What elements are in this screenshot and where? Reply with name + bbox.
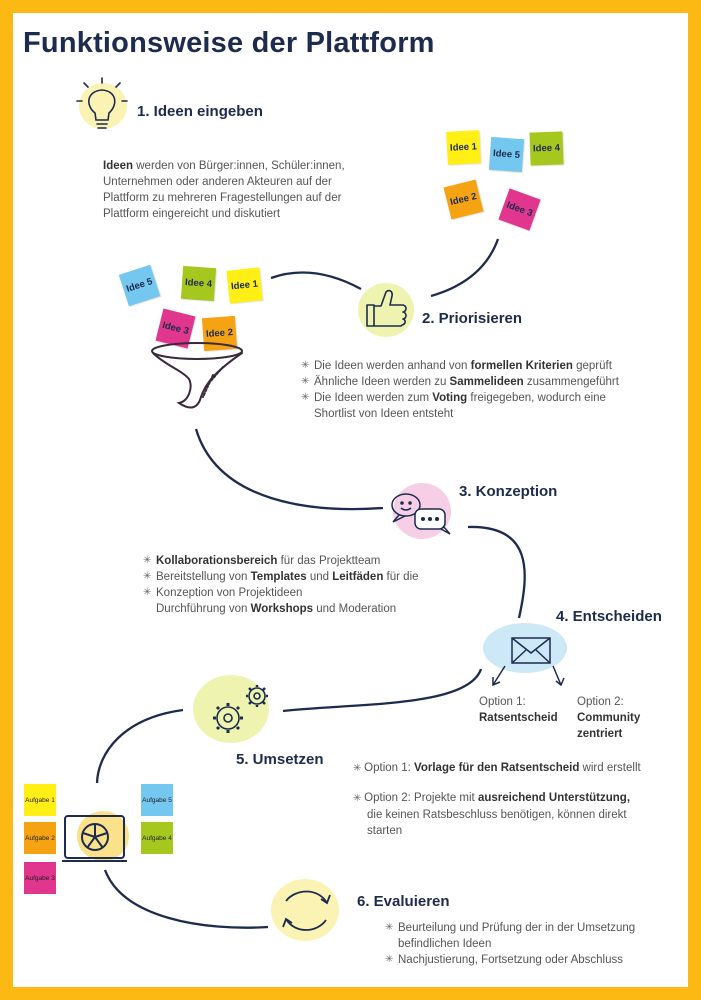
thumbs-up-icon [366,289,407,327]
step2-bullets: ✳Die Ideen werden anhand von formellen K… [301,358,619,422]
step5-note-2-line3: starten [367,825,403,837]
step1-desc-line3: Plattform zu mehreren Fragestellungen au… [103,192,342,204]
step1-desc-bold: Ideen [103,160,134,172]
option2-label: Option 2: Community zentriert [577,694,640,742]
step3-bullets: ✳Kollaborationsbereich für das Projektte… [143,553,419,617]
monitor-icon-bg [77,811,129,861]
step3-heading: 3. Konzeption [459,483,558,500]
step1-description: Ideen werden von Bürger:innen, Schüler:i… [103,158,345,222]
flow-path [95,238,526,929]
step1-heading: 1. Ideen eingeben [137,103,263,120]
task-sticky-1: Aufgabe 1 [24,784,56,816]
option2-title: Option 2: [577,696,624,708]
content-card: Funktionsweise der Plattform 1. Ideen ei… [13,13,688,987]
option1-value: Ratsentscheid [479,712,558,724]
gears-icon [213,685,268,733]
recycle-arrows-icon [282,890,331,931]
option2-value-line1: Community [577,712,641,724]
step6-bullet-1: ✳Beurteilung und Prüfung der in der Umse… [385,922,636,950]
task-sticky-2: Aufgabe 2 [24,822,56,854]
step2-bullet-2: ✳Ähnliche Ideen werden zu Sammelideen zu… [301,376,619,388]
option1-label: Option 1: Ratsentscheid [479,694,558,726]
lightbulb-icon [76,77,128,129]
task-sticky-3: Aufgabe 3 [24,862,56,894]
task-sticky-4: Aufgabe 4 [141,822,173,854]
step6-bullets: ✳Beurteilung und Prüfung der in der Umse… [385,920,635,968]
monitor-icon [62,815,127,862]
step1-desc-line1: werden von Bürger:innen, Schüler:innen, [133,160,345,172]
step2-bullet-1: ✳Die Ideen werden anhand von formellen K… [301,360,612,372]
step5-note-2-line2: die keinen Ratsbeschluss benötigen, könn… [367,809,627,821]
step2-bullet-3: ✳Die Ideen werden zum Voting freigegeben… [301,392,606,420]
step3-bullet-1: ✳Kollaborationsbereich für das Projektte… [143,555,381,567]
step5-note-2: ✳ Option 2: Projekte mit ausreichend Unt… [353,792,631,837]
step1-desc-line2: Unternehmen oder anderen Akteuren auf de… [103,176,332,188]
step6-heading: 6. Evaluieren [357,893,450,910]
funnel-icon [151,342,243,409]
envelope-icon [492,637,565,687]
step4-heading: 4. Entscheiden [556,608,662,625]
option2-value-line2: zentriert [577,728,623,740]
step5-heading: 5. Umsetzen [236,751,324,768]
page-title: Funktionsweise der Plattform [23,27,435,59]
step1-desc-line4: Plattform eingereicht und diskutiert [103,208,281,220]
option1-title: Option 1: [479,696,526,708]
chat-bubbles-icon [391,493,451,535]
step5-note-1: ✳ Option 1: Vorlage für den Ratsentschei… [353,762,641,774]
step3-bullet-2: ✳Bereitstellung von Templates und Leitfä… [143,571,419,583]
task-sticky-5: Aufgabe 5 [141,784,173,816]
step6-bullet-2: ✳Nachjustierung, Fortsetzung oder Abschl… [385,954,624,966]
step2-heading: 2. Priorisieren [422,310,523,327]
